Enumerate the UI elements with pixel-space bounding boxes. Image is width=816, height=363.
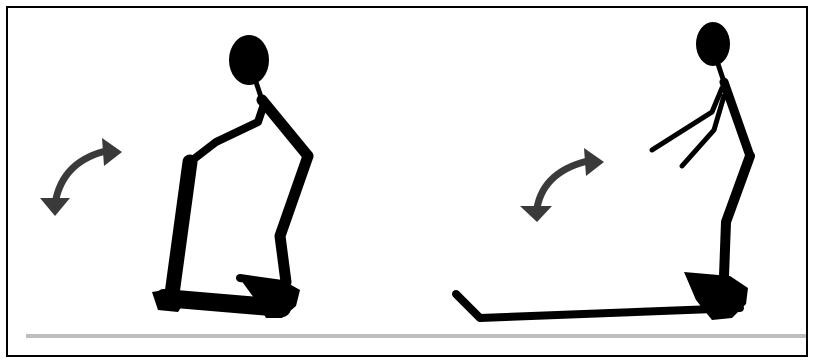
- left-curved-arrow-icon: [40, 138, 122, 216]
- right-curved-arrow-icon: [520, 148, 604, 222]
- left-stick-figure: [164, 35, 308, 308]
- left-panel: [40, 35, 308, 318]
- left-figure-head: [229, 35, 269, 85]
- right-panel: [456, 22, 750, 320]
- right-figure-head: [696, 22, 730, 66]
- right-stick-figure: [456, 22, 750, 318]
